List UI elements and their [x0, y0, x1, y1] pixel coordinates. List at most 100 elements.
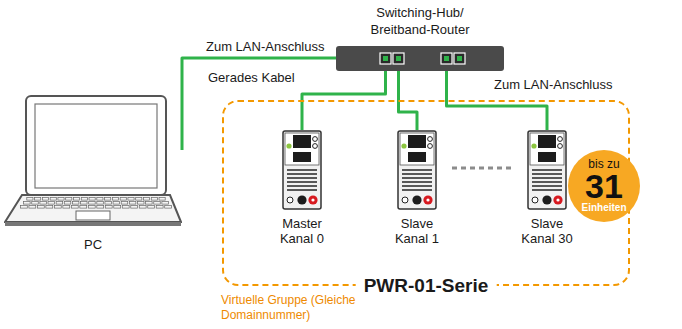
key	[42, 198, 48, 201]
key	[72, 202, 79, 205]
vent-slot	[532, 177, 562, 179]
key	[136, 198, 142, 201]
knob	[428, 144, 433, 149]
key	[113, 202, 120, 205]
key	[128, 198, 134, 201]
terminal	[287, 197, 293, 203]
key	[24, 202, 31, 205]
key	[46, 206, 53, 209]
lan-port	[380, 53, 391, 64]
vent-slot	[532, 189, 562, 191]
port-led	[457, 56, 462, 61]
key	[162, 202, 169, 205]
key	[56, 202, 63, 205]
vent-slot	[532, 169, 562, 171]
laptop-screen	[35, 104, 157, 188]
key	[32, 202, 39, 205]
edge-label: Zum LAN-Anschluss	[492, 77, 614, 93]
laptop-illustration	[4, 95, 182, 229]
touchpad	[76, 211, 110, 220]
key	[165, 206, 172, 209]
device-illustration	[527, 130, 567, 210]
terminal	[532, 197, 538, 203]
vent-slot	[402, 181, 432, 183]
terminal-hole	[426, 198, 429, 201]
key	[122, 206, 129, 209]
badge-unit: Einheiten	[581, 202, 626, 214]
vent-slot	[532, 185, 562, 187]
vent-slot	[287, 181, 317, 183]
key	[148, 206, 155, 209]
group-note: Virtuelle Gruppe (Gleiche Domainnummer)	[221, 293, 373, 323]
key	[114, 206, 121, 209]
key	[105, 206, 112, 209]
key	[131, 206, 138, 209]
terminal-black	[412, 195, 421, 204]
lan-port	[441, 53, 452, 64]
key	[137, 202, 144, 205]
key	[40, 202, 47, 205]
front-panel	[400, 133, 434, 165]
knob	[428, 137, 433, 142]
key	[37, 206, 44, 209]
vent-slot	[402, 169, 432, 171]
cable-note: Gerades Kabel	[206, 70, 297, 86]
device-label: Slave Kanal 1	[386, 216, 448, 246]
key	[121, 202, 128, 205]
key	[54, 206, 61, 209]
vent-slot	[287, 189, 317, 191]
switching-hub: Switching-Hub/ Breitband-Router	[336, 4, 504, 71]
edge-label: Zum LAN-Anschluss	[204, 39, 326, 55]
hub-box	[336, 46, 504, 71]
key	[48, 202, 55, 205]
device-label: Master Kanal 0	[271, 216, 333, 246]
port-led	[383, 56, 388, 61]
knob	[313, 144, 318, 149]
key	[50, 198, 56, 201]
vent-slot	[287, 169, 317, 171]
terminal-hole	[556, 198, 559, 201]
key	[97, 202, 104, 205]
key	[27, 198, 33, 201]
port-led	[444, 56, 449, 61]
key	[73, 198, 79, 201]
device-illustration	[282, 130, 322, 210]
key-block	[293, 152, 311, 162]
front-panel	[285, 133, 319, 165]
key	[64, 202, 71, 205]
vent-slot	[402, 185, 432, 187]
knob	[313, 137, 318, 142]
terminal-red	[423, 195, 432, 204]
continuation-line	[452, 167, 512, 170]
key	[81, 198, 87, 201]
hub-label: Switching-Hub/ Breitband-Router	[354, 4, 486, 38]
key	[97, 198, 103, 201]
key	[89, 202, 96, 205]
vent-slot	[532, 181, 562, 183]
power-supply-unit: Master Kanal 0	[267, 130, 337, 246]
terminal-hole	[311, 198, 314, 201]
laptop-lid	[26, 96, 166, 195]
terminal-red	[553, 195, 562, 204]
key-block	[408, 152, 426, 162]
terminal-black	[297, 195, 306, 204]
status-led	[401, 143, 406, 148]
key	[71, 206, 78, 209]
key	[159, 198, 165, 201]
key	[81, 202, 88, 205]
vent-slot	[287, 185, 317, 187]
device-body	[398, 131, 436, 209]
power-supply-unit: Slave Kanal 1	[382, 130, 452, 246]
terminal	[402, 197, 408, 203]
key	[105, 202, 112, 205]
key	[89, 198, 95, 201]
vent-slot	[532, 173, 562, 175]
laptop-base	[5, 195, 181, 222]
drawing-part	[336, 46, 504, 71]
vent-slot	[402, 189, 432, 191]
knob	[558, 144, 563, 149]
key	[151, 198, 157, 201]
device-body	[283, 131, 321, 209]
vent-slot	[402, 173, 432, 175]
lan-port	[393, 53, 404, 64]
